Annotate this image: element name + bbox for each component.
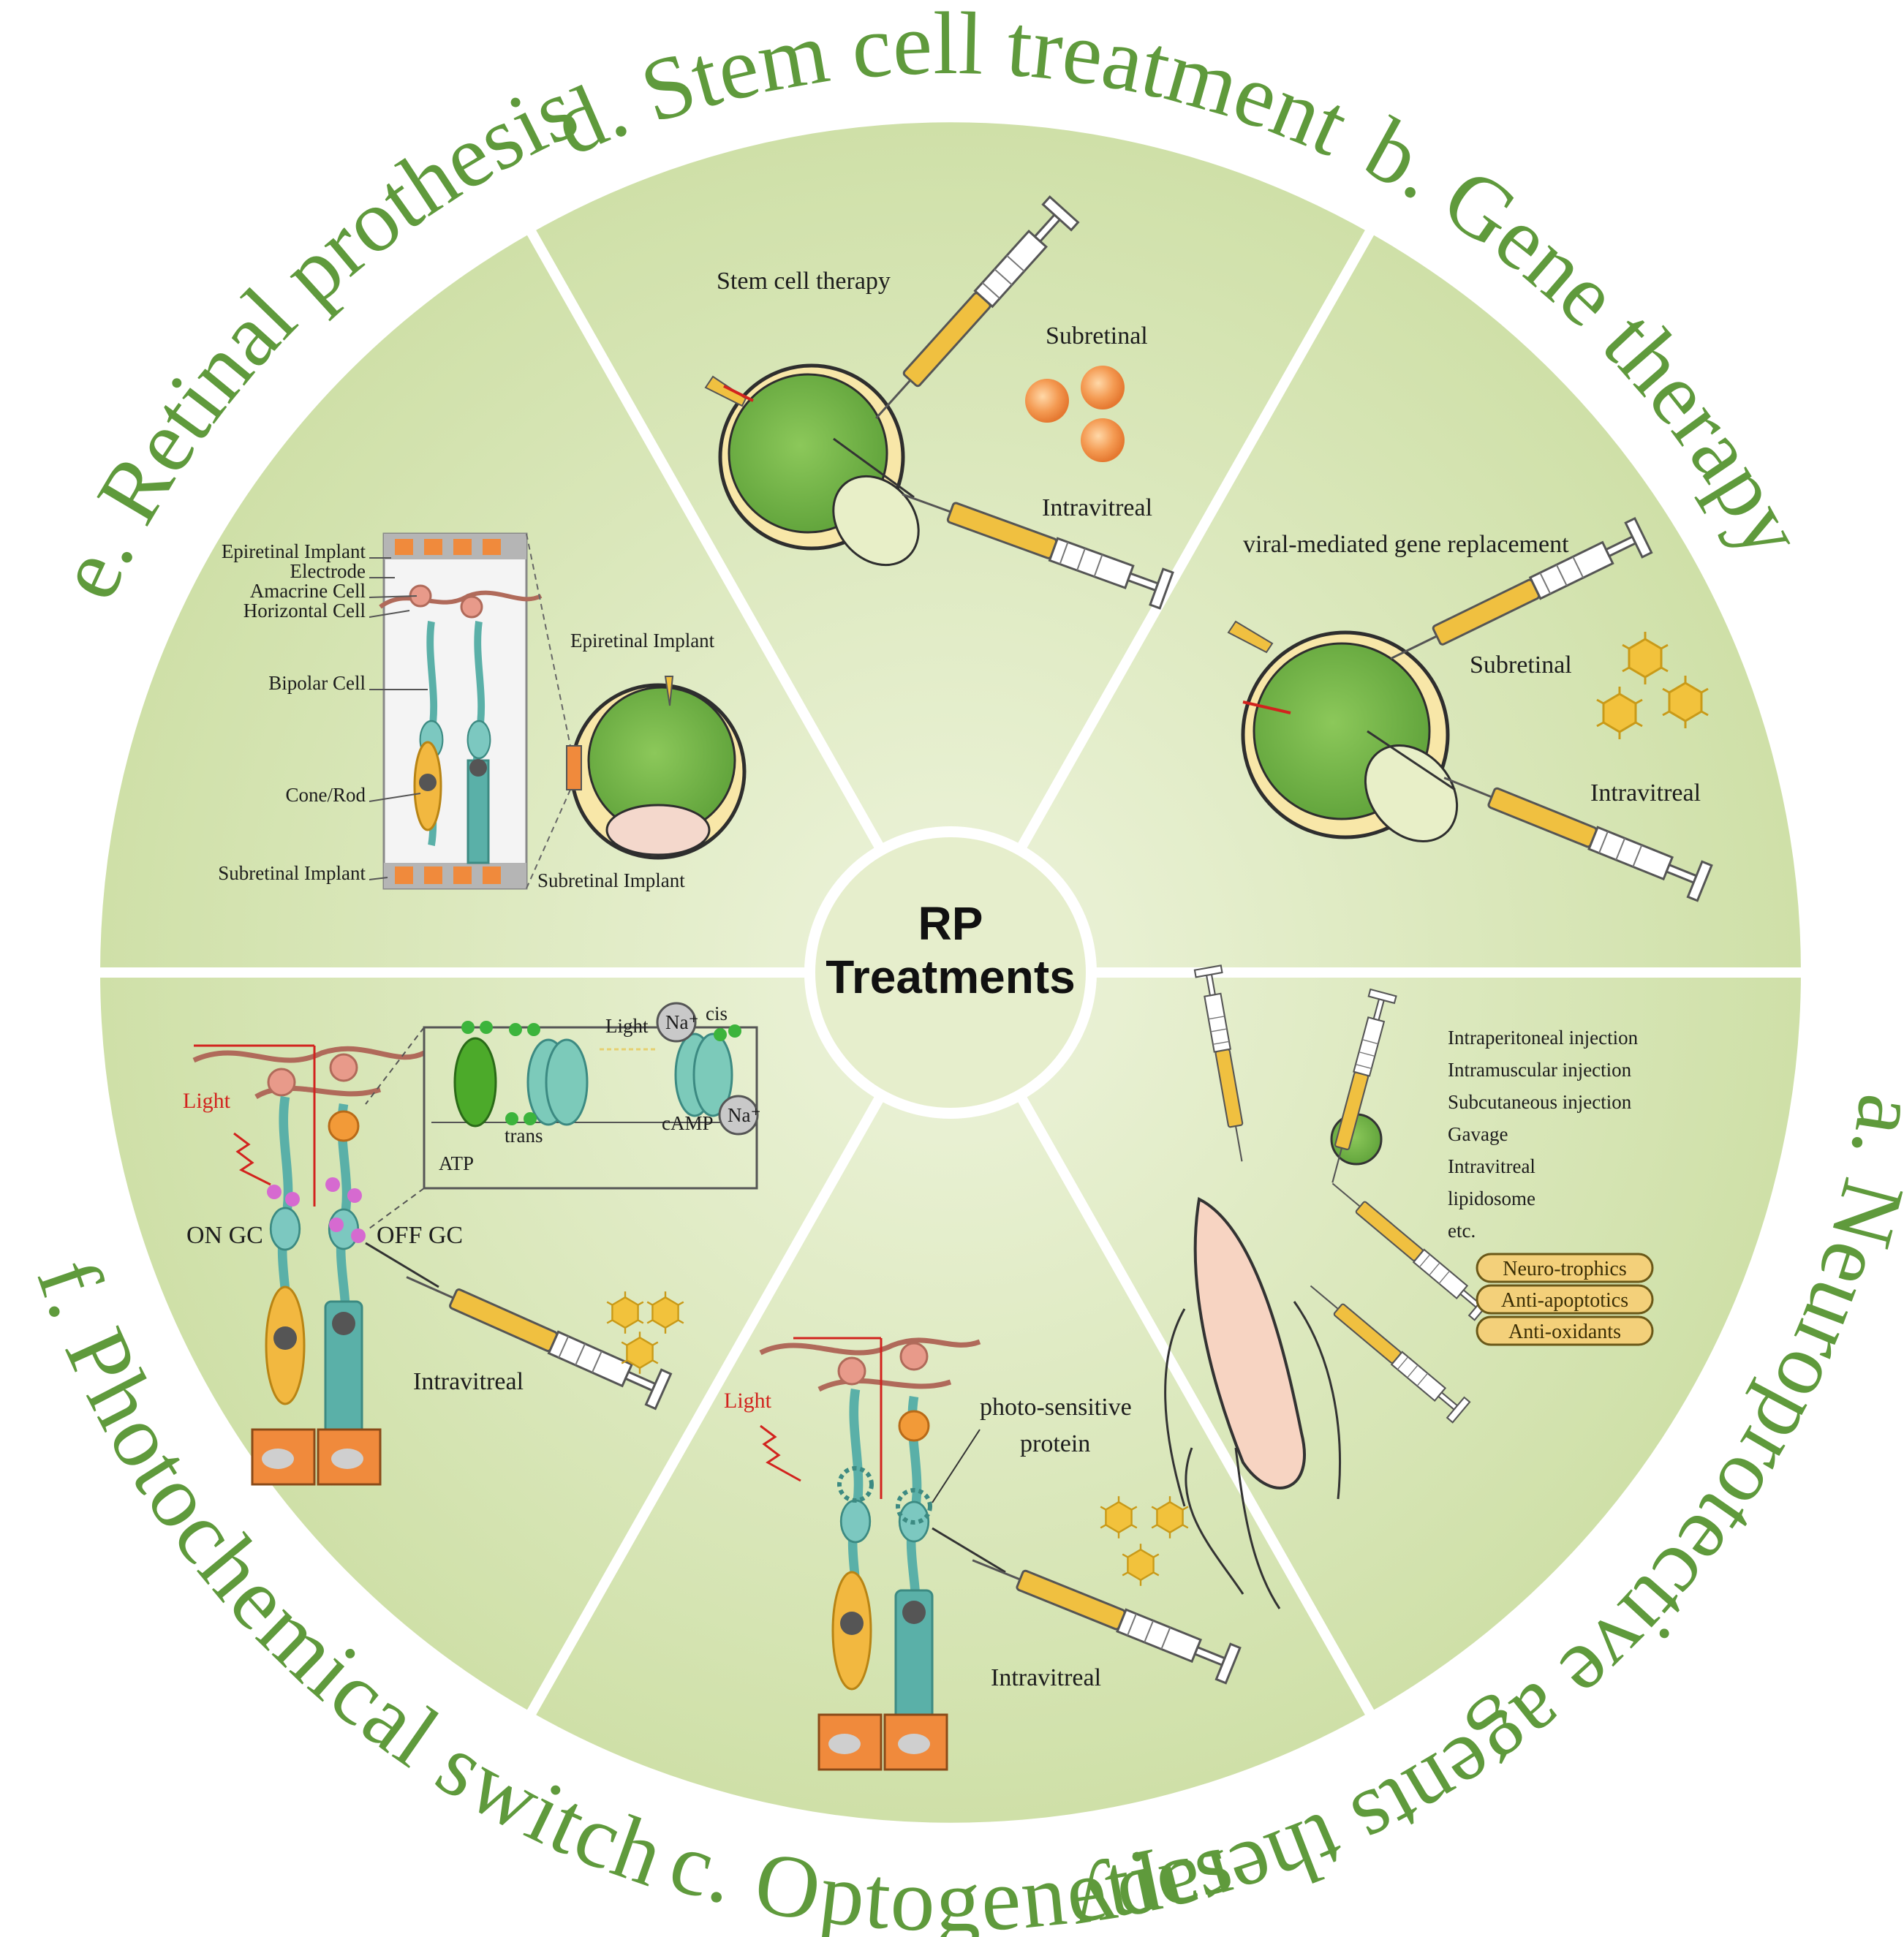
sector-photochemical — [89, 967, 960, 1724]
stem-route2: Intravitreal — [1042, 494, 1152, 521]
prosthesis-label: Electrode — [290, 560, 366, 582]
agent-badge — [1476, 1284, 1654, 1315]
neuro-route: Intramuscular injection — [1448, 1059, 1632, 1081]
retinal-prosthesis-illustration: Epiretinal Implant Electrode Amacrine Ce… — [218, 532, 747, 891]
epiretinal-label: Epiretinal Implant — [570, 630, 715, 652]
sector-stem-cell — [521, 112, 1380, 983]
stem-cell-heading: Stem cell therapy — [717, 268, 891, 295]
stem-route1: Subretinal — [1046, 322, 1148, 350]
center-title-line1: RP — [918, 897, 983, 950]
prosthesis-label: Cone/Rod — [285, 784, 366, 806]
neuro-route: Intravitreal — [1448, 1155, 1535, 1177]
agent-badge — [1476, 1253, 1654, 1283]
off-gc-label: OFF GC — [377, 1222, 463, 1249]
cis-label: cis — [706, 1003, 728, 1024]
stem-cell-illustration: Stem cell therapy Subretinal Intravitrea… — [704, 195, 1174, 610]
agent-label: Neuro-trophics — [1503, 1258, 1627, 1280]
optogenetics-illustration: Light photo-sensitive protein Intravitre… — [724, 1337, 1242, 1771]
neuro-route: etc. — [1448, 1220, 1476, 1242]
stem-cell-icon — [1081, 366, 1125, 409]
photosensitive-protein-icon — [837, 1466, 874, 1503]
gene-therapy-illustration: viral-mediated gene replacement Subretin… — [1227, 517, 1713, 902]
na-label: Na⁺ — [728, 1104, 761, 1126]
sector-gene-therapy — [941, 221, 1812, 978]
gene-route1: Subretinal — [1470, 652, 1572, 679]
center-title-line2: Treatments — [826, 951, 1075, 1003]
photochem-light: Light — [183, 1089, 231, 1113]
mouse-icon — [1193, 1196, 1306, 1489]
prosthesis-label: Amacrine Cell — [250, 580, 366, 602]
neuroprotective-illustration: Intraperitoneal injection Intramuscular … — [1164, 964, 1654, 1609]
agent-label: Anti-apoptotics — [1501, 1289, 1628, 1312]
neuro-route: Gavage — [1448, 1123, 1508, 1145]
neuro-route: Subcutaneous injection — [1448, 1091, 1632, 1113]
atp-label: ATP — [439, 1152, 474, 1174]
on-gc-label: ON GC — [186, 1222, 263, 1249]
trans-label: trans — [505, 1125, 543, 1147]
center-hub: RP Treatments — [804, 826, 1097, 1119]
prosthesis-label: Subretinal Implant — [218, 862, 366, 884]
gene-route2: Intravitreal — [1590, 779, 1701, 807]
sector-optogenetics — [521, 962, 1380, 1833]
prosthesis-label: Epiretinal Implant — [222, 540, 366, 562]
mechanism-light: Light — [605, 1015, 649, 1037]
prosthesis-label: Horizontal Cell — [243, 600, 366, 622]
photosensitive-protein-icon — [896, 1488, 932, 1525]
opto-route: Intravitreal — [991, 1664, 1101, 1691]
neuro-route: lipidosome — [1448, 1188, 1535, 1209]
stem-cell-icon — [1081, 418, 1125, 462]
subretinal-label: Subretinal Implant — [537, 869, 685, 891]
prosthesis-label: Bipolar Cell — [268, 672, 366, 694]
opto-light: Light — [724, 1389, 772, 1413]
opto-protein-line1: photo-sensitive — [980, 1394, 1132, 1421]
agent-label: Anti-oxidants — [1508, 1321, 1621, 1343]
photochemical-illustration: Light ON GC OFF GC Na⁺ Na⁺ Light cis tra… — [183, 1002, 761, 1486]
photochem-route: Intravitreal — [413, 1368, 524, 1395]
opto-protein-line2: protein — [1020, 1430, 1090, 1457]
stem-cell-icon — [1025, 379, 1069, 423]
camp-label: cAMP — [662, 1112, 714, 1134]
gene-heading: viral-mediated gene replacement — [1243, 531, 1569, 558]
na-label: Na⁺ — [665, 1011, 699, 1033]
agent-badge — [1476, 1315, 1654, 1346]
neuro-route: Intraperitoneal injection — [1448, 1027, 1639, 1049]
